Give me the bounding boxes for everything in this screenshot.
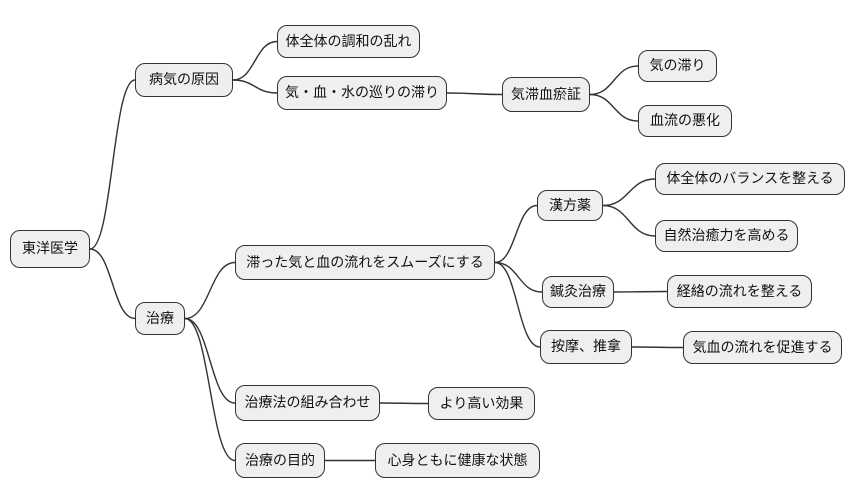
node-label-body-harmony-disorder: 体全体の調和の乱れ bbox=[285, 33, 412, 50]
mindmap-node-root: 東洋医学 bbox=[10, 230, 90, 268]
mindmap-node-kitai-ketsuo-sho: 気滞血瘀証 bbox=[502, 77, 590, 112]
mindmap-node-meridian-flow: 経絡の流れを整える bbox=[667, 275, 812, 308]
edge-treatment-to-treatment-goal bbox=[184, 317, 236, 462]
mindmap-node-body-harmony-disorder: 体全体の調和の乱れ bbox=[277, 25, 420, 58]
mindmap-node-whole-body-balance: 体全体のバランスを整える bbox=[655, 163, 845, 195]
edge-qi-blood-water-stagnation-to-kitai-ketsuo-sho bbox=[446, 92, 503, 96]
mindmap-node-higher-effect: より高い効果 bbox=[428, 387, 535, 420]
edge-smooth-qi-blood-flow-to-kampo bbox=[494, 204, 538, 264]
edge-root-to-treatment bbox=[89, 248, 136, 320]
node-label-treatment: 治療 bbox=[146, 310, 174, 327]
node-label-qi-blood-water-stagnation: 気・血・水の巡りの滞り bbox=[285, 85, 439, 101]
mindmap-node-qi-stagnation: 気の滞り bbox=[638, 50, 717, 82]
node-label-smooth-qi-blood-flow: 滞った気と血の流れをスムーズにする bbox=[246, 254, 484, 271]
mindmap-node-qi-blood-promotion: 気血の流れを促進する bbox=[683, 331, 842, 364]
edge-kampo-to-natural-healing bbox=[602, 204, 656, 237]
mindmap-node-anma-suina: 按摩、推拿 bbox=[540, 330, 632, 364]
edge-disease-causes-to-body-harmony-disorder bbox=[232, 40, 278, 81]
edge-treatment-combination-to-higher-effect bbox=[379, 402, 429, 405]
node-label-treatment-goal: 治療の目的 bbox=[245, 452, 315, 469]
node-label-qi-stagnation: 気の滞り bbox=[649, 58, 706, 74]
mindmap-node-acupuncture: 鍼灸治療 bbox=[542, 276, 614, 308]
edge-kampo-to-whole-body-balance bbox=[602, 178, 656, 207]
mindmap-node-treatment: 治療 bbox=[135, 302, 185, 335]
node-label-higher-effect: より高い効果 bbox=[439, 395, 524, 412]
mindmap-node-treatment-goal: 治療の目的 bbox=[235, 443, 325, 478]
mindmap-node-healthy-mind-body: 心身ともに健康な状態 bbox=[375, 443, 540, 478]
node-label-healthy-mind-body: 心身ともに健康な状態 bbox=[387, 452, 528, 469]
mindmap-node-smooth-qi-blood-flow: 滞った気と血の流れをスムーズにする bbox=[235, 245, 495, 280]
mindmap-node-kampo: 漢方薬 bbox=[537, 190, 603, 221]
node-label-acupuncture: 鍼灸治療 bbox=[550, 284, 606, 300]
node-label-disease-causes: 病気の原因 bbox=[149, 72, 219, 88]
mindmap-node-qi-blood-water-stagnation: 気・血・水の巡りの滞り bbox=[277, 76, 447, 110]
node-label-whole-body-balance: 体全体のバランスを整える bbox=[666, 171, 834, 187]
edge-kitai-ketsuo-sho-to-qi-stagnation bbox=[589, 65, 639, 96]
edge-kitai-ketsuo-sho-to-blood-flow-worsening bbox=[589, 93, 639, 122]
edge-smooth-qi-blood-flow-to-anma-suina bbox=[494, 261, 541, 348]
node-label-anma-suina: 按摩、推拿 bbox=[551, 339, 621, 355]
edge-disease-causes-to-qi-blood-water-stagnation bbox=[232, 79, 278, 94]
node-label-qi-blood-promotion: 気血の流れを促進する bbox=[692, 339, 833, 356]
mindmap-node-treatment-combination: 治療法の組み合わせ bbox=[235, 385, 380, 421]
edge-treatment-to-smooth-qi-blood-flow bbox=[184, 261, 236, 320]
edge-smooth-qi-blood-flow-to-acupuncture bbox=[494, 261, 543, 293]
edge-anma-suina-to-qi-blood-promotion bbox=[631, 346, 684, 349]
edge-acupuncture-to-meridian-flow bbox=[613, 290, 668, 293]
edge-root-to-disease-causes bbox=[89, 79, 136, 250]
node-label-kampo: 漢方薬 bbox=[549, 197, 591, 214]
node-label-meridian-flow: 経絡の流れを整える bbox=[676, 283, 803, 300]
node-label-natural-healing: 自然治癒力を高める bbox=[663, 228, 790, 244]
node-label-treatment-combination: 治療法の組み合わせ bbox=[244, 395, 371, 411]
edge-treatment-to-treatment-combination bbox=[184, 317, 236, 404]
mindmap-node-natural-healing: 自然治癒力を高める bbox=[655, 220, 798, 252]
mindmap-node-blood-flow-worsening: 血流の悪化 bbox=[638, 105, 732, 137]
node-label-blood-flow-worsening: 血流の悪化 bbox=[650, 113, 720, 129]
node-label-kitai-ketsuo-sho: 気滞血瘀証 bbox=[511, 86, 581, 103]
node-label-root: 東洋医学 bbox=[22, 241, 78, 257]
mindmap-node-disease-causes: 病気の原因 bbox=[135, 63, 233, 97]
